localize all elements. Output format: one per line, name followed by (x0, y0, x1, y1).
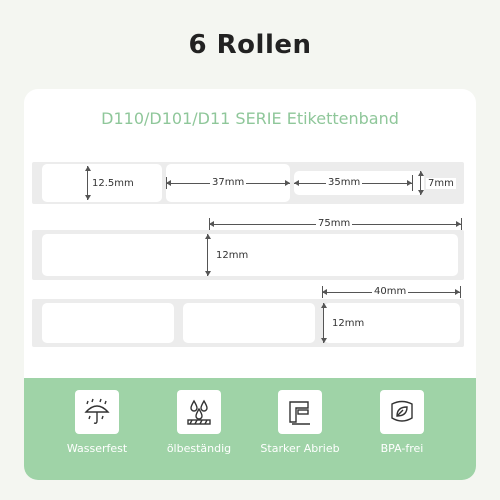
dim-row1-height: 12.5mm (90, 178, 136, 189)
dim-row2-width: 75mm (316, 218, 353, 229)
product-card: D110/D101/D11 SERIE Etikettenband 12.5mm… (24, 89, 476, 480)
oil-drops-icon (187, 399, 211, 425)
dim-row1-tape-height: 7mm (426, 178, 456, 189)
feature-label: BPA-frei (380, 442, 424, 455)
dim-row2-height: 12mm (214, 250, 251, 261)
label-square-2 (183, 303, 315, 343)
umbrella-rain-icon (84, 398, 110, 424)
feature-bpa-free: BPA-frei (362, 390, 442, 455)
dim-row1-width-b: 35mm (326, 177, 363, 188)
dim-row3-width: 40mm (372, 286, 409, 297)
feature-label: Starker Abrieb (260, 442, 340, 455)
scraper-icon (289, 401, 310, 425)
feature-oil-resistant: ölbeständig (159, 390, 239, 455)
label-square-1 (42, 303, 174, 343)
feature-abrasion: Starker Abrieb (260, 390, 340, 455)
dim-row3-height: 12mm (330, 318, 367, 329)
leaf-icon (391, 400, 413, 422)
feature-label: Wasserfest (66, 442, 128, 455)
feature-waterproof: Wasserfest (57, 390, 137, 455)
feature-label: ölbeständig (166, 442, 232, 455)
product-subtitle: D110/D101/D11 SERIE Etikettenband (101, 109, 399, 128)
page-title: 6 Rollen (188, 30, 312, 60)
features-band: Wasserfest ölbeständig (24, 378, 476, 480)
dim-row1-width-a: 37mm (210, 177, 247, 188)
